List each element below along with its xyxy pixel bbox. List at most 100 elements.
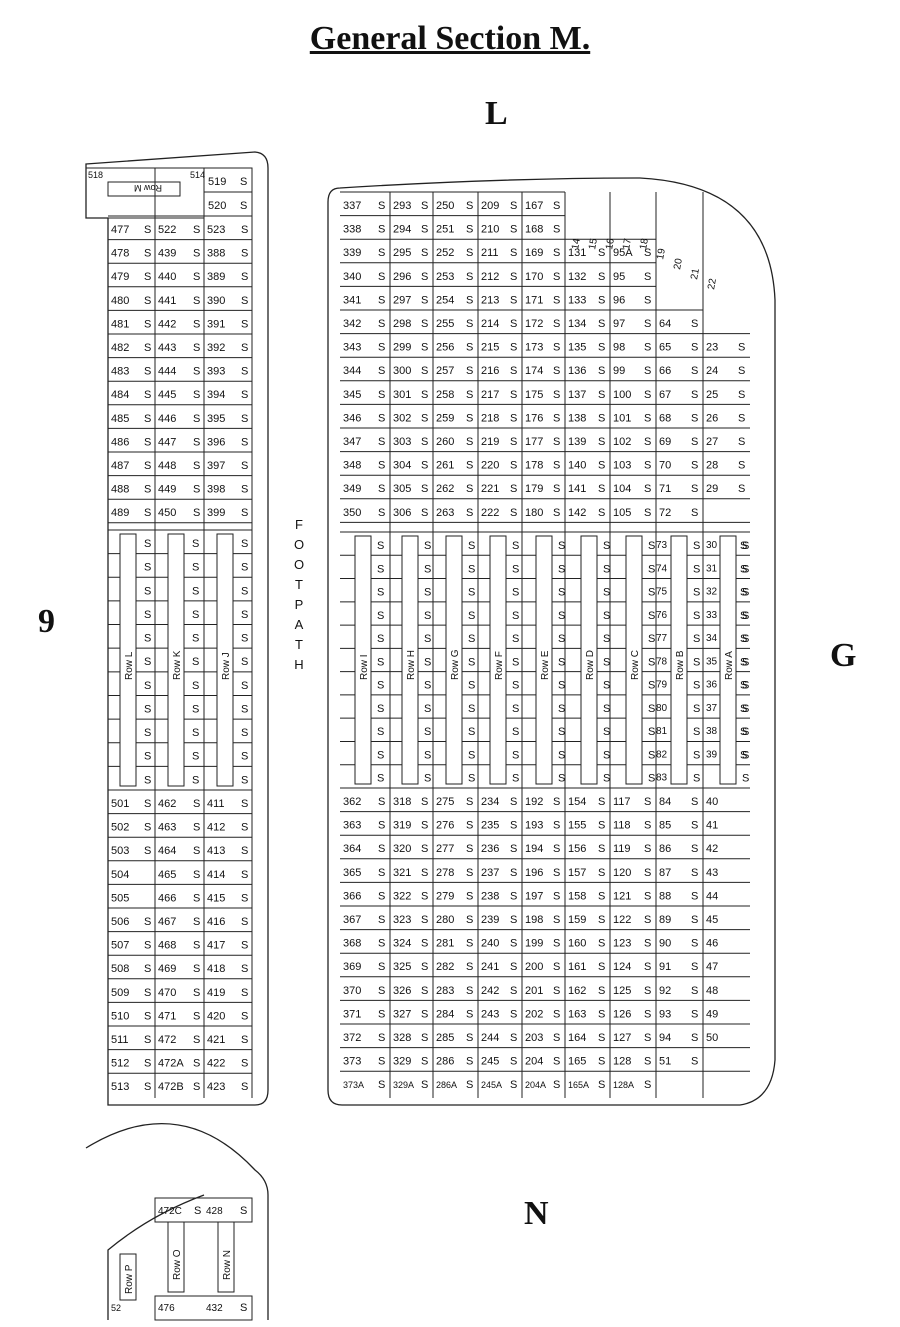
plot-marker: S: [241, 774, 248, 786]
plot-number: 465: [158, 869, 176, 881]
plot-marker: S: [558, 656, 565, 668]
plot-marker: S: [241, 656, 248, 668]
plot-marker: S: [510, 796, 517, 808]
plot-marker: S: [144, 727, 151, 739]
plot-marker: S: [241, 609, 248, 621]
plot-number: 366: [343, 890, 361, 902]
plot-number: 175: [525, 389, 543, 401]
plot-marker: S: [193, 916, 200, 928]
plot-marker: S: [553, 483, 560, 495]
plot-marker: S: [193, 342, 200, 354]
plot-marker: S: [512, 703, 519, 715]
plot-number: 342: [343, 318, 361, 330]
plot-number: 318: [393, 796, 411, 808]
plot-marker: S: [598, 507, 605, 519]
plot-marker: S: [421, 294, 428, 306]
plot-marker: S: [466, 507, 473, 519]
plot-marker: S: [691, 985, 698, 997]
plot-marker: S: [553, 365, 560, 377]
plot-marker: S: [144, 609, 151, 621]
plot-marker: S: [603, 680, 610, 692]
plot-marker: S: [466, 867, 473, 879]
plot-marker: S: [466, 271, 473, 283]
plot-marker: S: [421, 796, 428, 808]
row-n-bar: [217, 1221, 235, 1293]
plot-marker: S: [510, 985, 517, 997]
arc-plot-number: 22: [706, 277, 719, 290]
plot-marker: S: [421, 938, 428, 950]
plot-marker: S: [144, 585, 151, 597]
plot-marker: S: [378, 224, 385, 236]
plot-marker: S: [421, 820, 428, 832]
plot-marker: S: [691, 867, 698, 879]
plot-number: 448: [158, 460, 176, 472]
plot-number: 91: [659, 961, 671, 973]
plot-marker: S: [644, 796, 651, 808]
plot-marker: S: [468, 587, 475, 599]
plot-number: 368: [343, 938, 361, 950]
plot-marker: S: [144, 1058, 151, 1070]
plot-marker: S: [691, 890, 698, 902]
plot-number: 42: [706, 843, 718, 855]
plot-marker: S: [510, 318, 517, 330]
plot-marker: S: [424, 680, 431, 692]
footpath-letter: T: [295, 577, 303, 592]
plot-number: 391: [207, 318, 225, 330]
compass-label-west: 9: [38, 603, 55, 640]
plot-number: 261: [436, 460, 454, 472]
plot-number: 294: [393, 224, 411, 236]
plot-marker: S: [740, 587, 747, 599]
plot-number: 277: [436, 843, 454, 855]
plot-number: 142: [568, 507, 586, 519]
plot-number: 197: [525, 890, 543, 902]
plot-marker: S: [644, 867, 651, 879]
plot-number: 441: [158, 295, 176, 307]
plot-marker: S: [468, 749, 475, 761]
plot-number: 259: [436, 412, 454, 424]
plot-marker: S: [644, 843, 651, 855]
plot-marker: S: [512, 633, 519, 645]
plot-number: 392: [207, 342, 225, 354]
plot-marker: S: [378, 247, 385, 259]
plot-number: 216: [481, 365, 499, 377]
plot-marker: S: [468, 610, 475, 622]
plot-number: 163: [568, 1008, 586, 1020]
plot-number: 257: [436, 365, 454, 377]
footpath-letter: P: [294, 597, 304, 612]
plot-marker: S: [378, 820, 385, 832]
plot-number: 156: [568, 843, 586, 855]
plot-number: 172: [525, 318, 543, 330]
row-label: Row B: [675, 650, 686, 680]
plot-number: 73: [656, 540, 668, 551]
plot-number: 255: [436, 318, 454, 330]
plot-number: 443: [158, 342, 176, 354]
plot-marker: S: [512, 587, 519, 599]
plot-number: 421: [207, 1034, 225, 1046]
plot-marker: S: [553, 389, 560, 401]
plot-number: 83: [656, 773, 668, 784]
plot-marker: S: [598, 1032, 605, 1044]
arc-plot-number: 19: [655, 247, 668, 260]
plot-marker: S: [644, 961, 651, 973]
plot-marker: S: [241, 585, 248, 597]
plot-marker: S: [740, 680, 747, 692]
plot-marker: S: [644, 820, 651, 832]
plot-marker: S: [603, 703, 610, 715]
plot-marker: S: [192, 538, 199, 550]
plot-marker: S: [144, 389, 151, 401]
plot-number: 158: [568, 890, 586, 902]
plot-marker: S: [241, 963, 248, 975]
plot-marker: S: [740, 703, 747, 715]
row-bar: [625, 535, 643, 785]
plot-number: 484: [111, 389, 129, 401]
plot-number: 509: [111, 987, 129, 999]
plot-number: 192: [525, 796, 543, 808]
plot-marker: S: [241, 987, 248, 999]
plot-marker: S: [378, 436, 385, 448]
plot-number: 481: [111, 318, 129, 330]
plot-marker: S: [241, 436, 248, 448]
plot-number: 371: [343, 1008, 361, 1020]
plot-number: 286: [436, 1056, 454, 1068]
plot-number: 275: [436, 796, 454, 808]
row-m-bar: [107, 181, 181, 197]
